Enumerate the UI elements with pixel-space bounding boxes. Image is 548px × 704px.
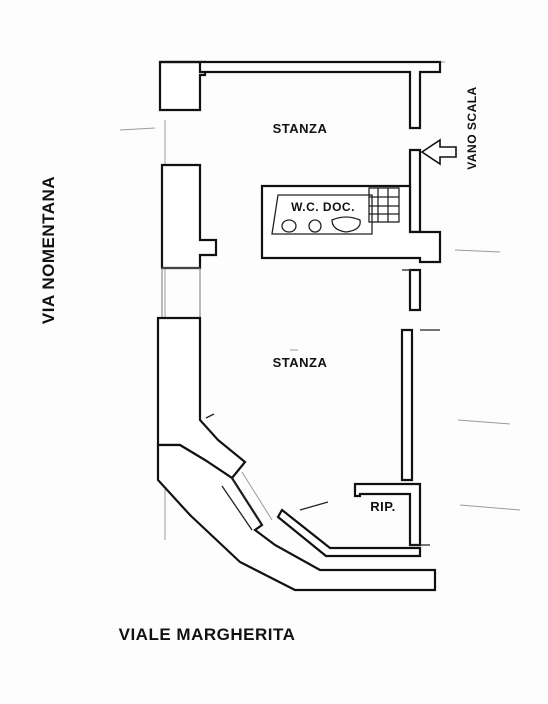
main-walls — [156, 60, 442, 592]
wc-fixtures — [271, 187, 400, 235]
street-label-left: VIA NOMENTANA — [39, 176, 58, 324]
wc-label: W.C. DOC. — [291, 200, 355, 214]
stairwell-label: VANO SCALA — [465, 86, 479, 169]
corner-windows — [221, 471, 273, 531]
left-exterior-wall — [156, 60, 247, 480]
stairs-arrow-icon — [420, 138, 457, 166]
doors — [205, 269, 440, 546]
storage-label: RIP. — [370, 499, 396, 514]
room-label-main: STANZA — [273, 355, 328, 370]
street-label-bottom: VIALE MARGHERITA — [119, 625, 296, 644]
room-label-top: STANZA — [273, 121, 328, 136]
